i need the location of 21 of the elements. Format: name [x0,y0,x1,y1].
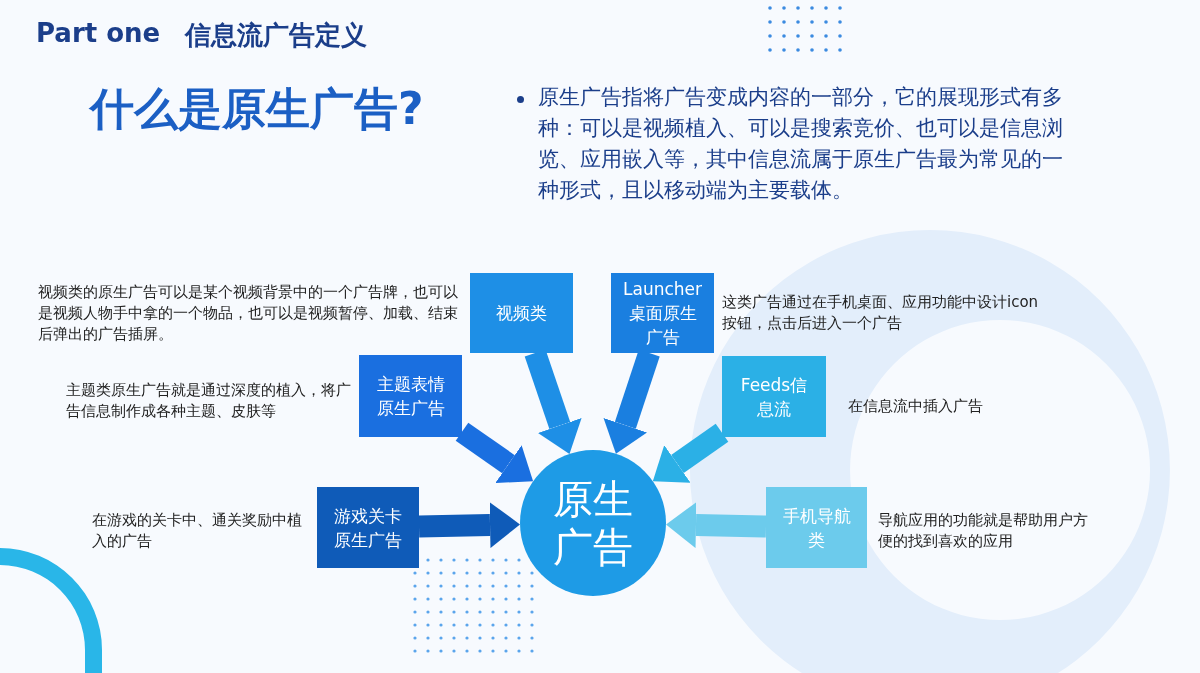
bullet-paragraph: 原生广告指将广告变成内容的一部分，它的展现形式有多种：可以是视频植入、可以是搜索竞价、也可以是信息浏览、应用嵌入等，其中信息流属于原生广告最为常见的一种形式，且以移动端为主要载体。 [538,84,1064,204]
description-text: 这类广告通过在手机桌面、应用功能中设计icon按钮，点击后进入一个广告 [722,292,1040,334]
category-box: 视频类 [470,273,573,353]
description-text: 主题类原生广告就是通过深度的植入，将广告信息制作成各种主题、皮肤等 [66,380,352,422]
category-box: 主题表情原生广告 [359,355,462,437]
block-arrow [418,502,520,549]
category-box: Feeds信息流 [722,356,826,437]
category-box: 手机导航类 [766,487,867,568]
block-arrow [652,423,729,483]
description-text: 在信息流中插入广告 [848,396,984,417]
page-heading: 什么是原生广告? [90,82,424,136]
block-arrow [666,502,767,549]
category-box: 游戏关卡原生广告 [317,487,419,568]
section-label: Part one [36,18,161,48]
description-text: 导航应用的功能就是帮助用户方便的找到喜欢的应用 [878,510,1089,552]
category-box: Launcher桌面原生广告 [611,273,714,353]
block-arrow [455,422,534,484]
center-circle: 原生广告 [520,450,666,596]
description-text: 在游戏的关卡中、通关奖励中植入的广告 [92,510,302,552]
section-title: 信息流广告定义 [185,19,367,52]
description-text: 视频类的原生广告可以是某个视频背景中的一个广告牌，也可以是视频人物手中拿的一个物品，也可以是视频暂停、加载、结束后弹出的广告插屏。 [38,282,459,345]
